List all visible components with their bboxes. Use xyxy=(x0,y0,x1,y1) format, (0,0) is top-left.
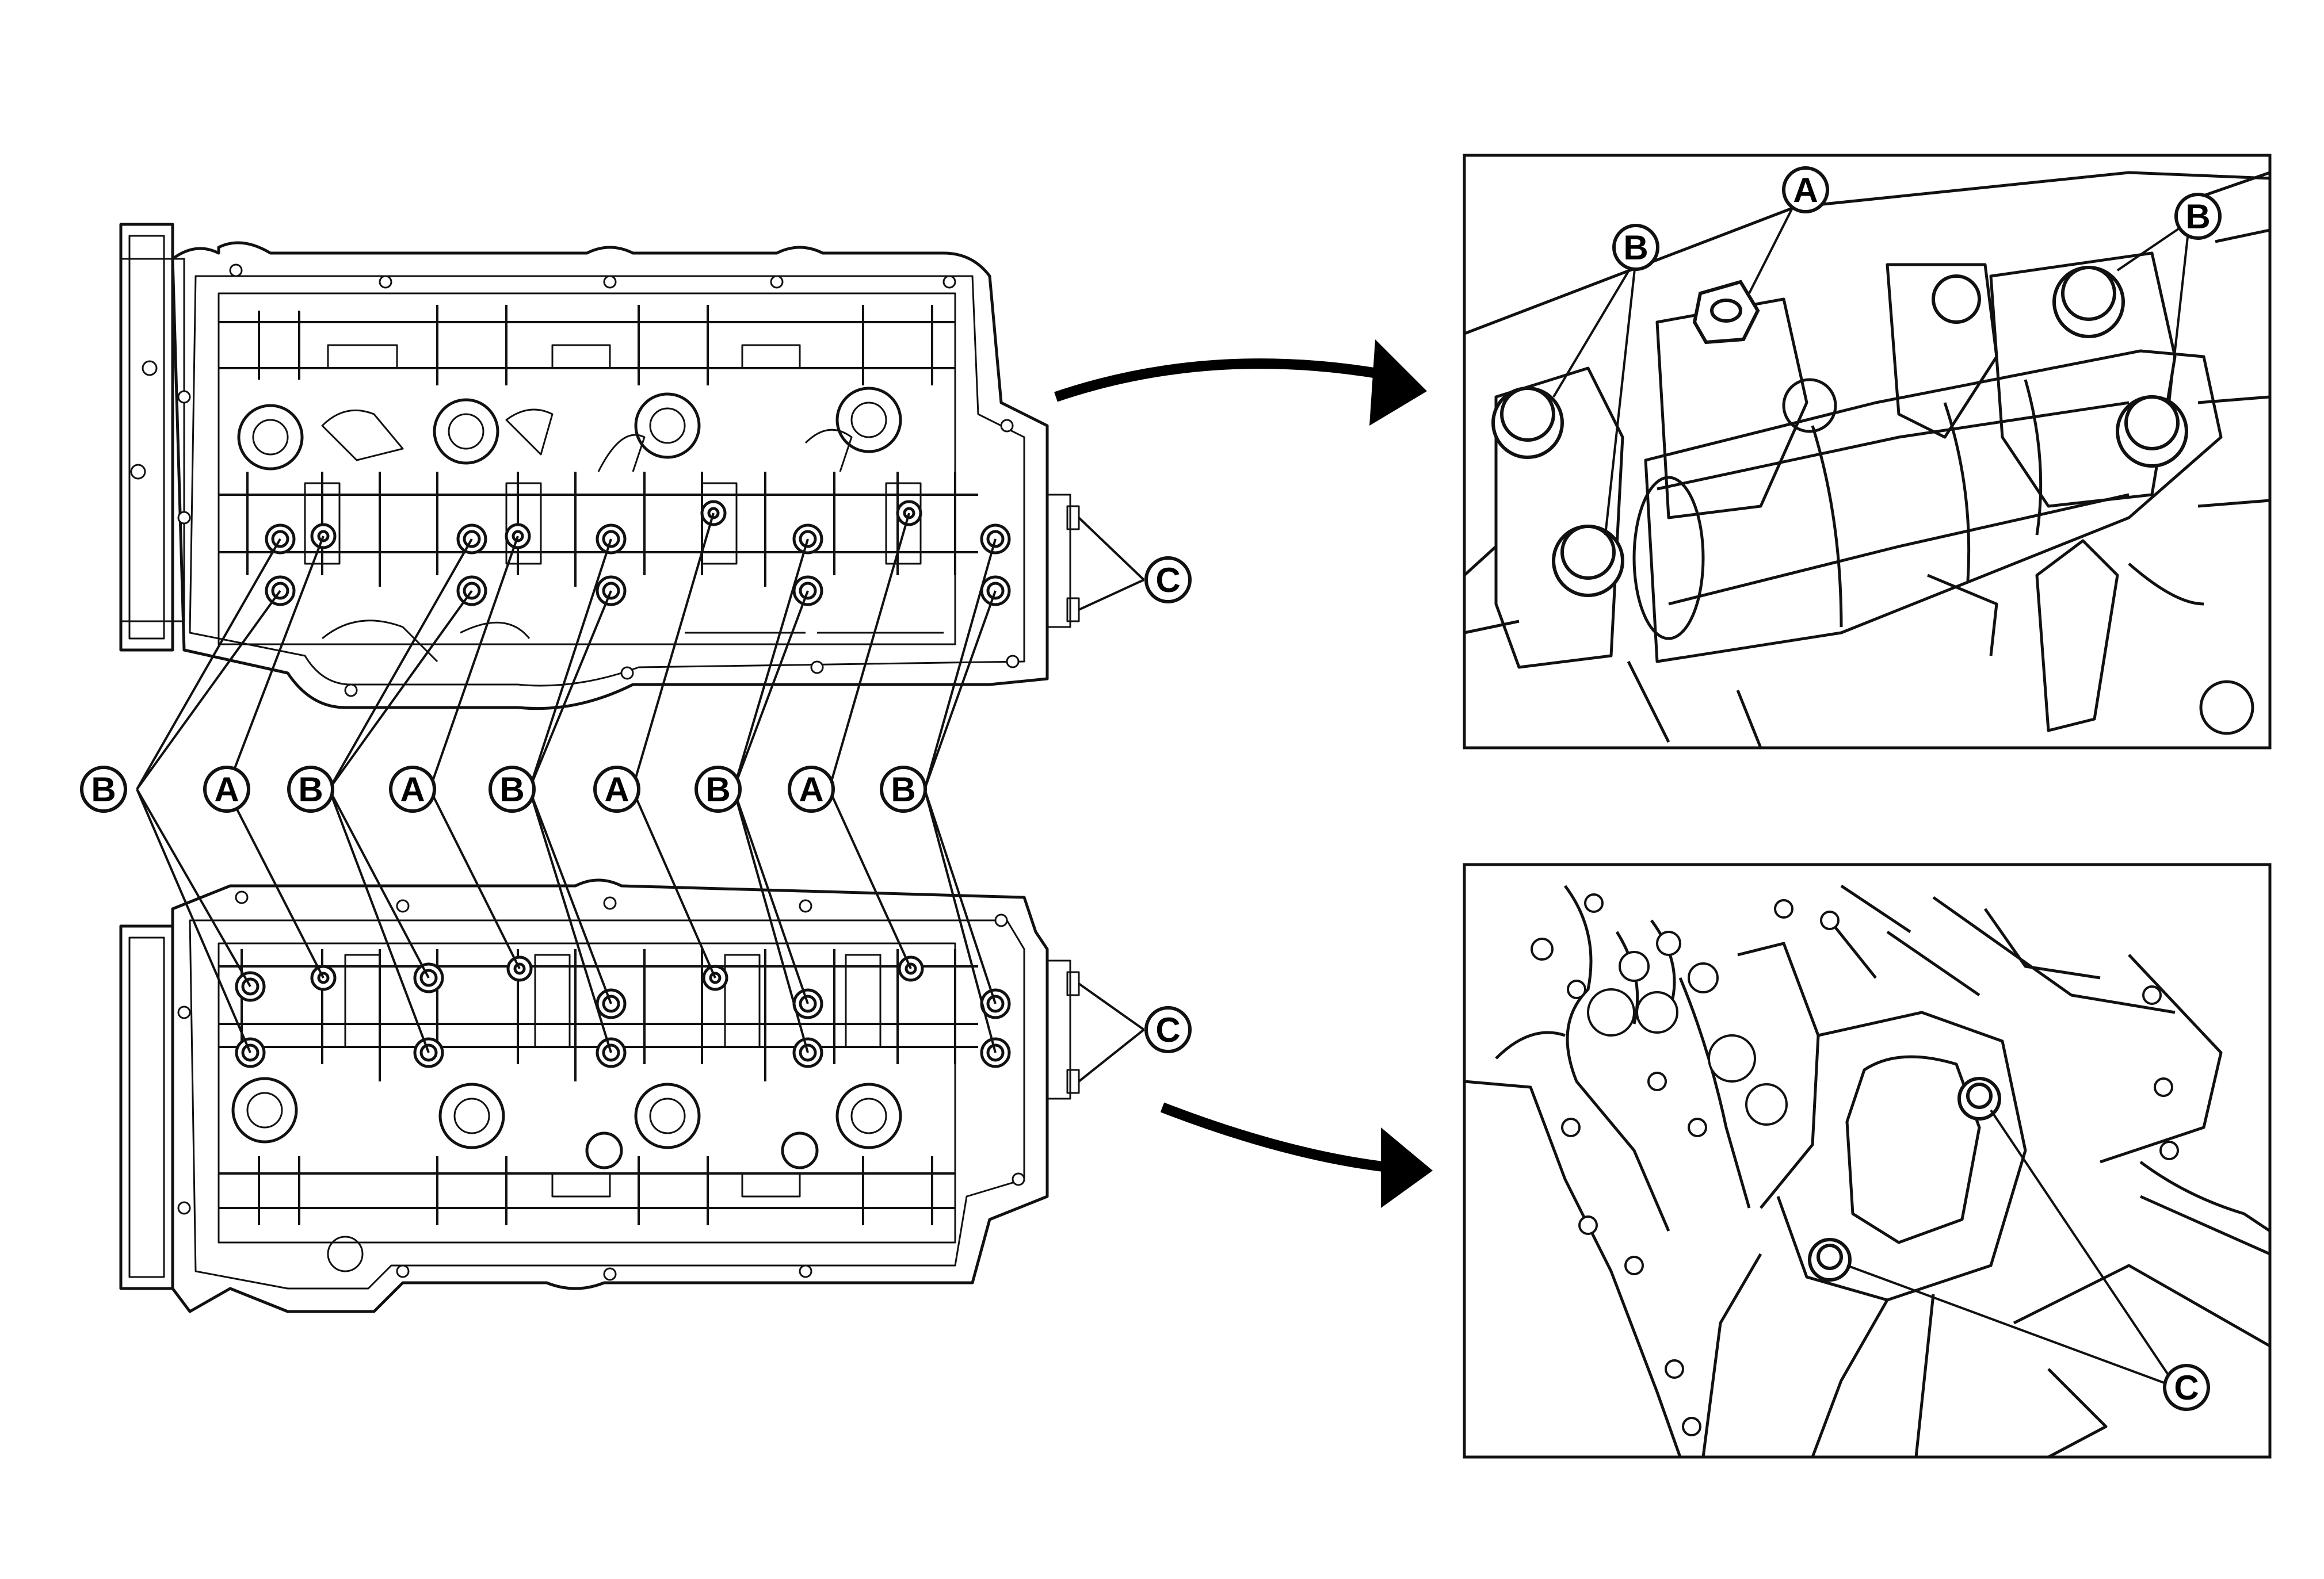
callout-inset-c: C xyxy=(2163,1364,2210,1411)
callout-b-1: B xyxy=(80,766,127,813)
lower-bolts xyxy=(235,955,1011,1068)
upper-cylinder-head xyxy=(119,223,1080,710)
detail-inset-upper xyxy=(1463,154,2272,750)
callout-c-upper: C xyxy=(1144,556,1192,603)
svg-text:C: C xyxy=(1155,1011,1180,1049)
callout-b-4: B xyxy=(694,766,742,813)
svg-text:B: B xyxy=(891,770,915,809)
callout-inset-b-right: B xyxy=(2174,193,2222,240)
svg-text:A: A xyxy=(214,770,239,809)
inset-upper-leaders xyxy=(1552,195,2191,536)
svg-text:B: B xyxy=(1623,228,1648,267)
inset-lower-bolts xyxy=(1808,1077,2001,1282)
detail-inset-lower xyxy=(1463,863,2272,1459)
svg-text:B: B xyxy=(298,770,323,809)
callout-a-2: A xyxy=(389,766,436,813)
inset-upper-bolts xyxy=(1491,266,2188,597)
lower-gasket-bolt-holes xyxy=(177,890,1025,1281)
svg-text:B: B xyxy=(2185,197,2210,236)
svg-text:B: B xyxy=(499,770,524,809)
svg-text:A: A xyxy=(400,770,425,809)
curved-arrow-upper xyxy=(1054,339,1427,426)
svg-text:A: A xyxy=(604,770,629,809)
svg-text:A: A xyxy=(799,770,823,809)
upper-bolts xyxy=(265,500,1011,606)
callout-b-5: B xyxy=(880,766,927,813)
upper-gasket-bolt-holes xyxy=(130,263,1020,697)
lower-cylinder-head xyxy=(119,878,1080,1313)
callout-a-1: A xyxy=(203,766,250,813)
callout-a-3: A xyxy=(593,766,640,813)
leader-lines xyxy=(136,513,1145,1083)
svg-text:C: C xyxy=(1155,561,1180,599)
svg-text:B: B xyxy=(705,770,730,809)
callout-inset-a: A xyxy=(1782,166,1829,213)
curved-arrow-lower xyxy=(1160,1102,1433,1208)
callout-b-3: B xyxy=(489,766,536,813)
svg-text:C: C xyxy=(2174,1368,2199,1407)
callout-b-2: B xyxy=(287,766,334,813)
inset-lower-leaders xyxy=(1846,1109,2178,1389)
svg-text:A: A xyxy=(1793,171,1818,209)
svg-text:B: B xyxy=(91,770,116,809)
callout-inset-b-left: B xyxy=(1612,224,1659,271)
inset-lower-small-bolts xyxy=(1531,893,2179,1436)
callout-a-4: A xyxy=(788,766,835,813)
callout-c-lower: C xyxy=(1144,1006,1192,1053)
callout-labels: B A B A B A B A B C C B A B C xyxy=(80,166,2222,1411)
